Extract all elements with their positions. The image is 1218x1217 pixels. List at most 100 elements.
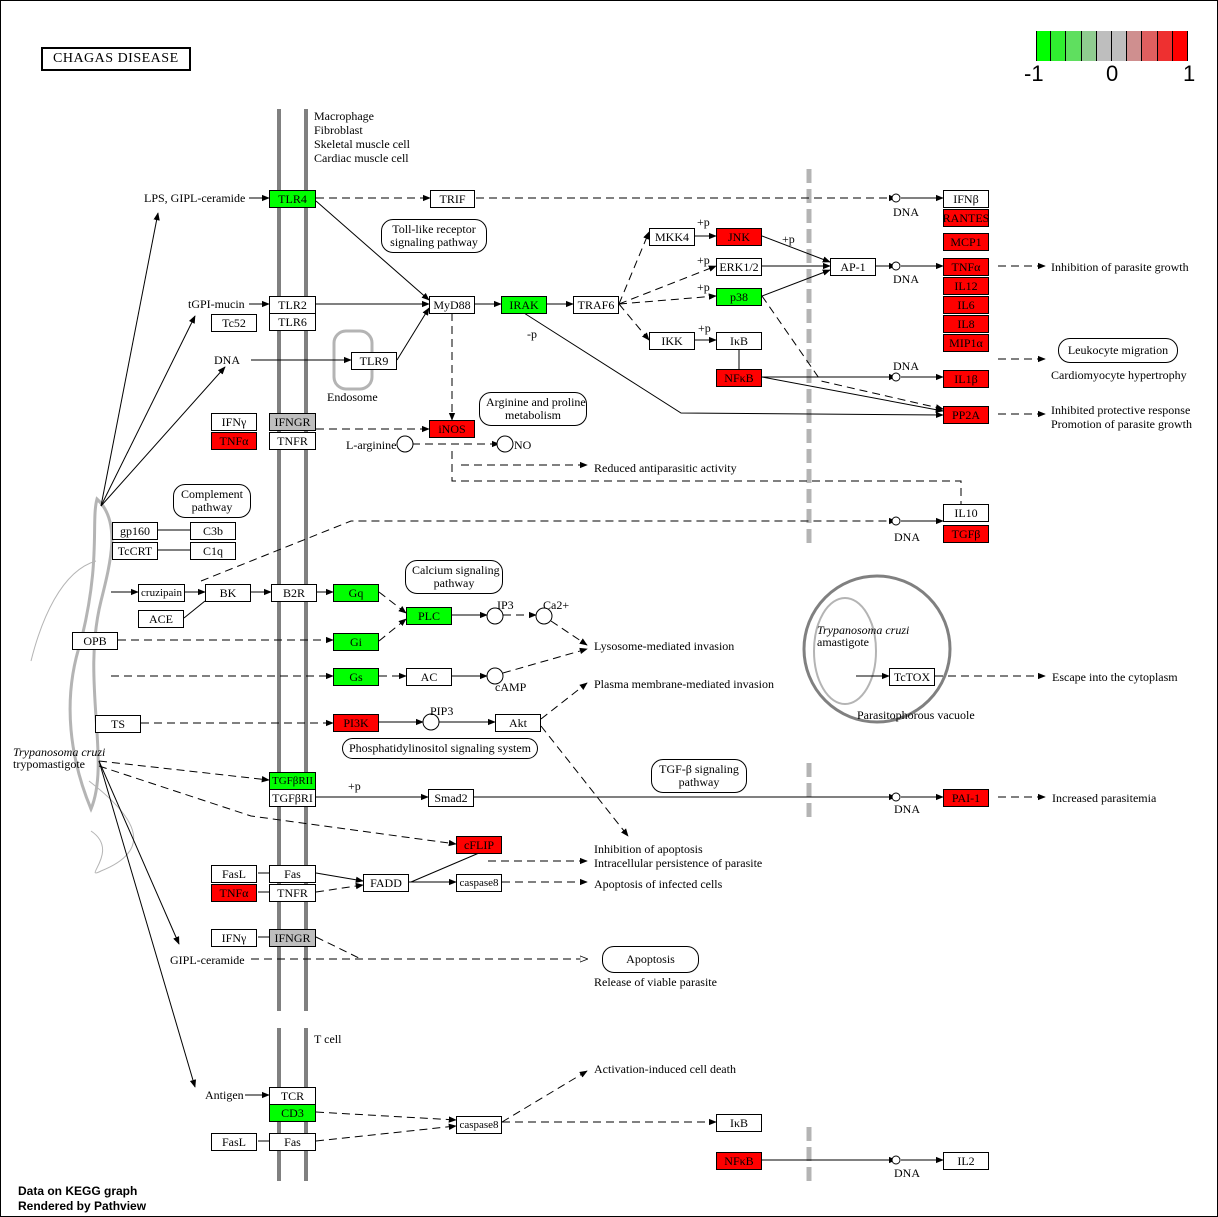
gene-node-ikb1[interactable]: IκB [716, 332, 762, 350]
gene-node-il1b[interactable]: IL1β [943, 370, 989, 388]
pathway-link-apoptosis[interactable]: Apoptosis [602, 946, 699, 973]
gene-node-ifnb[interactable]: IFNβ [943, 190, 989, 208]
gene-node-tlr9[interactable]: TLR9 [351, 352, 397, 370]
footer-line-1: Data on KEGG graph [18, 1184, 138, 1198]
gene-node-irak[interactable]: IRAK [501, 296, 547, 314]
gene-node-traf6[interactable]: TRAF6 [573, 296, 619, 314]
gene-node-mkk4[interactable]: MKK4 [649, 228, 695, 246]
gene-node-nfkb2[interactable]: NFκB [716, 1152, 762, 1170]
gene-node-tcr[interactable]: TCR [269, 1087, 316, 1105]
gene-node-cruzipain[interactable]: cruzipain [138, 584, 185, 602]
compound-circle[interactable] [486, 667, 504, 685]
gene-node-c1q[interactable]: C1q [190, 542, 236, 560]
compound-circle[interactable] [496, 435, 514, 453]
gene-node-il12[interactable]: IL12 [943, 277, 989, 295]
gene-node-tnfr1[interactable]: TNFR [269, 432, 316, 450]
gene-node-il2[interactable]: IL2 [943, 1152, 989, 1170]
gene-node-p38[interactable]: p38 [716, 288, 762, 306]
gene-node-gp160[interactable]: gp160 [112, 522, 158, 540]
compound-circle[interactable] [535, 607, 553, 625]
gene-node-plc[interactable]: PLC [406, 607, 452, 625]
compound-circle[interactable] [891, 261, 901, 271]
gene-node-tlr6[interactable]: TLR6 [269, 313, 316, 331]
gene-node-bk[interactable]: BK [205, 584, 251, 602]
gene-node-gs[interactable]: Gs [333, 668, 379, 686]
compound-circle[interactable] [891, 193, 901, 203]
gene-node-tgfbri[interactable]: TGFβRI [269, 789, 316, 807]
gene-node-ifny2[interactable]: IFNγ [211, 929, 257, 947]
compound-circle[interactable] [891, 372, 901, 382]
compound-circle[interactable] [891, 516, 901, 526]
edge [618, 303, 650, 341]
gene-node-tnfa2[interactable]: TNFα [211, 884, 257, 902]
gene-node-ap1[interactable]: AP-1 [830, 258, 876, 276]
gene-node-tlr4[interactable]: TLR4 [269, 190, 316, 208]
gene-node-mip1a[interactable]: MIP1α [943, 334, 989, 352]
gene-node-tccrt[interactable]: TcCRT [112, 542, 158, 560]
gene-node-mcp1[interactable]: MCP1 [943, 233, 989, 251]
gene-node-c3b[interactable]: C3b [190, 522, 236, 540]
gene-node-fasl1[interactable]: FasL [211, 865, 257, 883]
gene-node-pai1[interactable]: PAI-1 [943, 789, 989, 807]
gene-node-ac[interactable]: AC [406, 668, 452, 686]
compound-circle[interactable] [891, 1155, 901, 1165]
gene-node-ikk[interactable]: IKK [649, 332, 695, 350]
gene-node-tnfa_out[interactable]: TNFα [943, 258, 989, 276]
gene-node-tc52[interactable]: Tc52 [211, 314, 257, 332]
gene-node-fas2[interactable]: Fas [269, 1133, 316, 1151]
gene-node-ifngr2[interactable]: IFNGR [269, 929, 316, 947]
gene-node-ifny1[interactable]: IFNγ [211, 413, 257, 431]
gene-node-jnk[interactable]: JNK [716, 228, 762, 246]
gene-node-myd88[interactable]: MyD88 [429, 296, 475, 314]
gene-node-tctox[interactable]: TcTOX [889, 668, 935, 686]
pathway-link-leukocyte-migration[interactable]: Leukocyte migration [1058, 338, 1178, 363]
gene-node-tgfb[interactable]: TGFβ [943, 525, 989, 543]
gene-node-cflip[interactable]: cFLIP [456, 836, 502, 854]
compound-circle[interactable] [891, 792, 901, 802]
gene-node-opb[interactable]: OPB [72, 632, 118, 650]
gene-node-pp2a[interactable]: PP2A [943, 406, 989, 424]
gene-node-pi3k[interactable]: PI3K [333, 714, 379, 732]
gene-node-gi[interactable]: Gi [333, 633, 379, 651]
gene-node-tnfa1[interactable]: TNFα [211, 432, 257, 450]
gene-node-caspase8b[interactable]: caspase8 [456, 1116, 502, 1134]
pathway-link-phosphatidylinositol[interactable]: Phosphatidylinositol signaling system [342, 738, 538, 759]
gene-node-ts[interactable]: TS [95, 715, 141, 733]
gene-node-ifngr1[interactable]: IFNGR [269, 413, 316, 431]
gene-label: IFNβ [953, 191, 979, 206]
gene-node-cd3[interactable]: CD3 [269, 1104, 316, 1122]
gene-node-inos[interactable]: iNOS [429, 420, 475, 438]
gene-node-fas1[interactable]: Fas [269, 865, 316, 883]
gene-label: IL1β [954, 371, 978, 386]
gene-node-rantes[interactable]: RANTES [943, 209, 989, 227]
gene-node-il6[interactable]: IL6 [943, 296, 989, 314]
gene-node-gq[interactable]: Gq [333, 584, 379, 602]
outcome-apoptosis-infected: Apoptosis of infected cells [594, 877, 723, 891]
gene-node-tnfr2[interactable]: TNFR [269, 884, 316, 902]
gene-node-il8[interactable]: IL8 [943, 315, 989, 333]
compound-circle[interactable] [396, 435, 414, 453]
gene-node-il10[interactable]: IL10 [943, 504, 989, 522]
gene-node-fasl2[interactable]: FasL [211, 1133, 257, 1151]
gene-node-tlr2[interactable]: TLR2 [269, 296, 316, 314]
compound-circle[interactable] [486, 607, 504, 625]
gene-node-nfkb1[interactable]: NFκB [716, 369, 762, 387]
gene-node-smad2[interactable]: Smad2 [428, 789, 474, 807]
gene-node-caspase8a[interactable]: caspase8 [456, 874, 502, 892]
gene-node-erk12[interactable]: ERK1/2 [716, 258, 762, 276]
outcome-increased-parasitemia: Increased parasitemia [1052, 791, 1157, 805]
gene-node-b2r[interactable]: B2R [271, 584, 317, 602]
gene-node-fadd[interactable]: FADD [363, 874, 409, 892]
gene-node-ace[interactable]: ACE [138, 610, 184, 628]
edge [451, 451, 962, 504]
gene-node-ikb2[interactable]: IκB [716, 1114, 762, 1132]
compound-circle[interactable] [422, 713, 440, 731]
gene-node-akt[interactable]: Akt [495, 714, 541, 732]
gene-node-trif[interactable]: TRIF [430, 190, 475, 208]
gene-node-tgfbrii[interactable]: TGFβRII [269, 772, 316, 790]
